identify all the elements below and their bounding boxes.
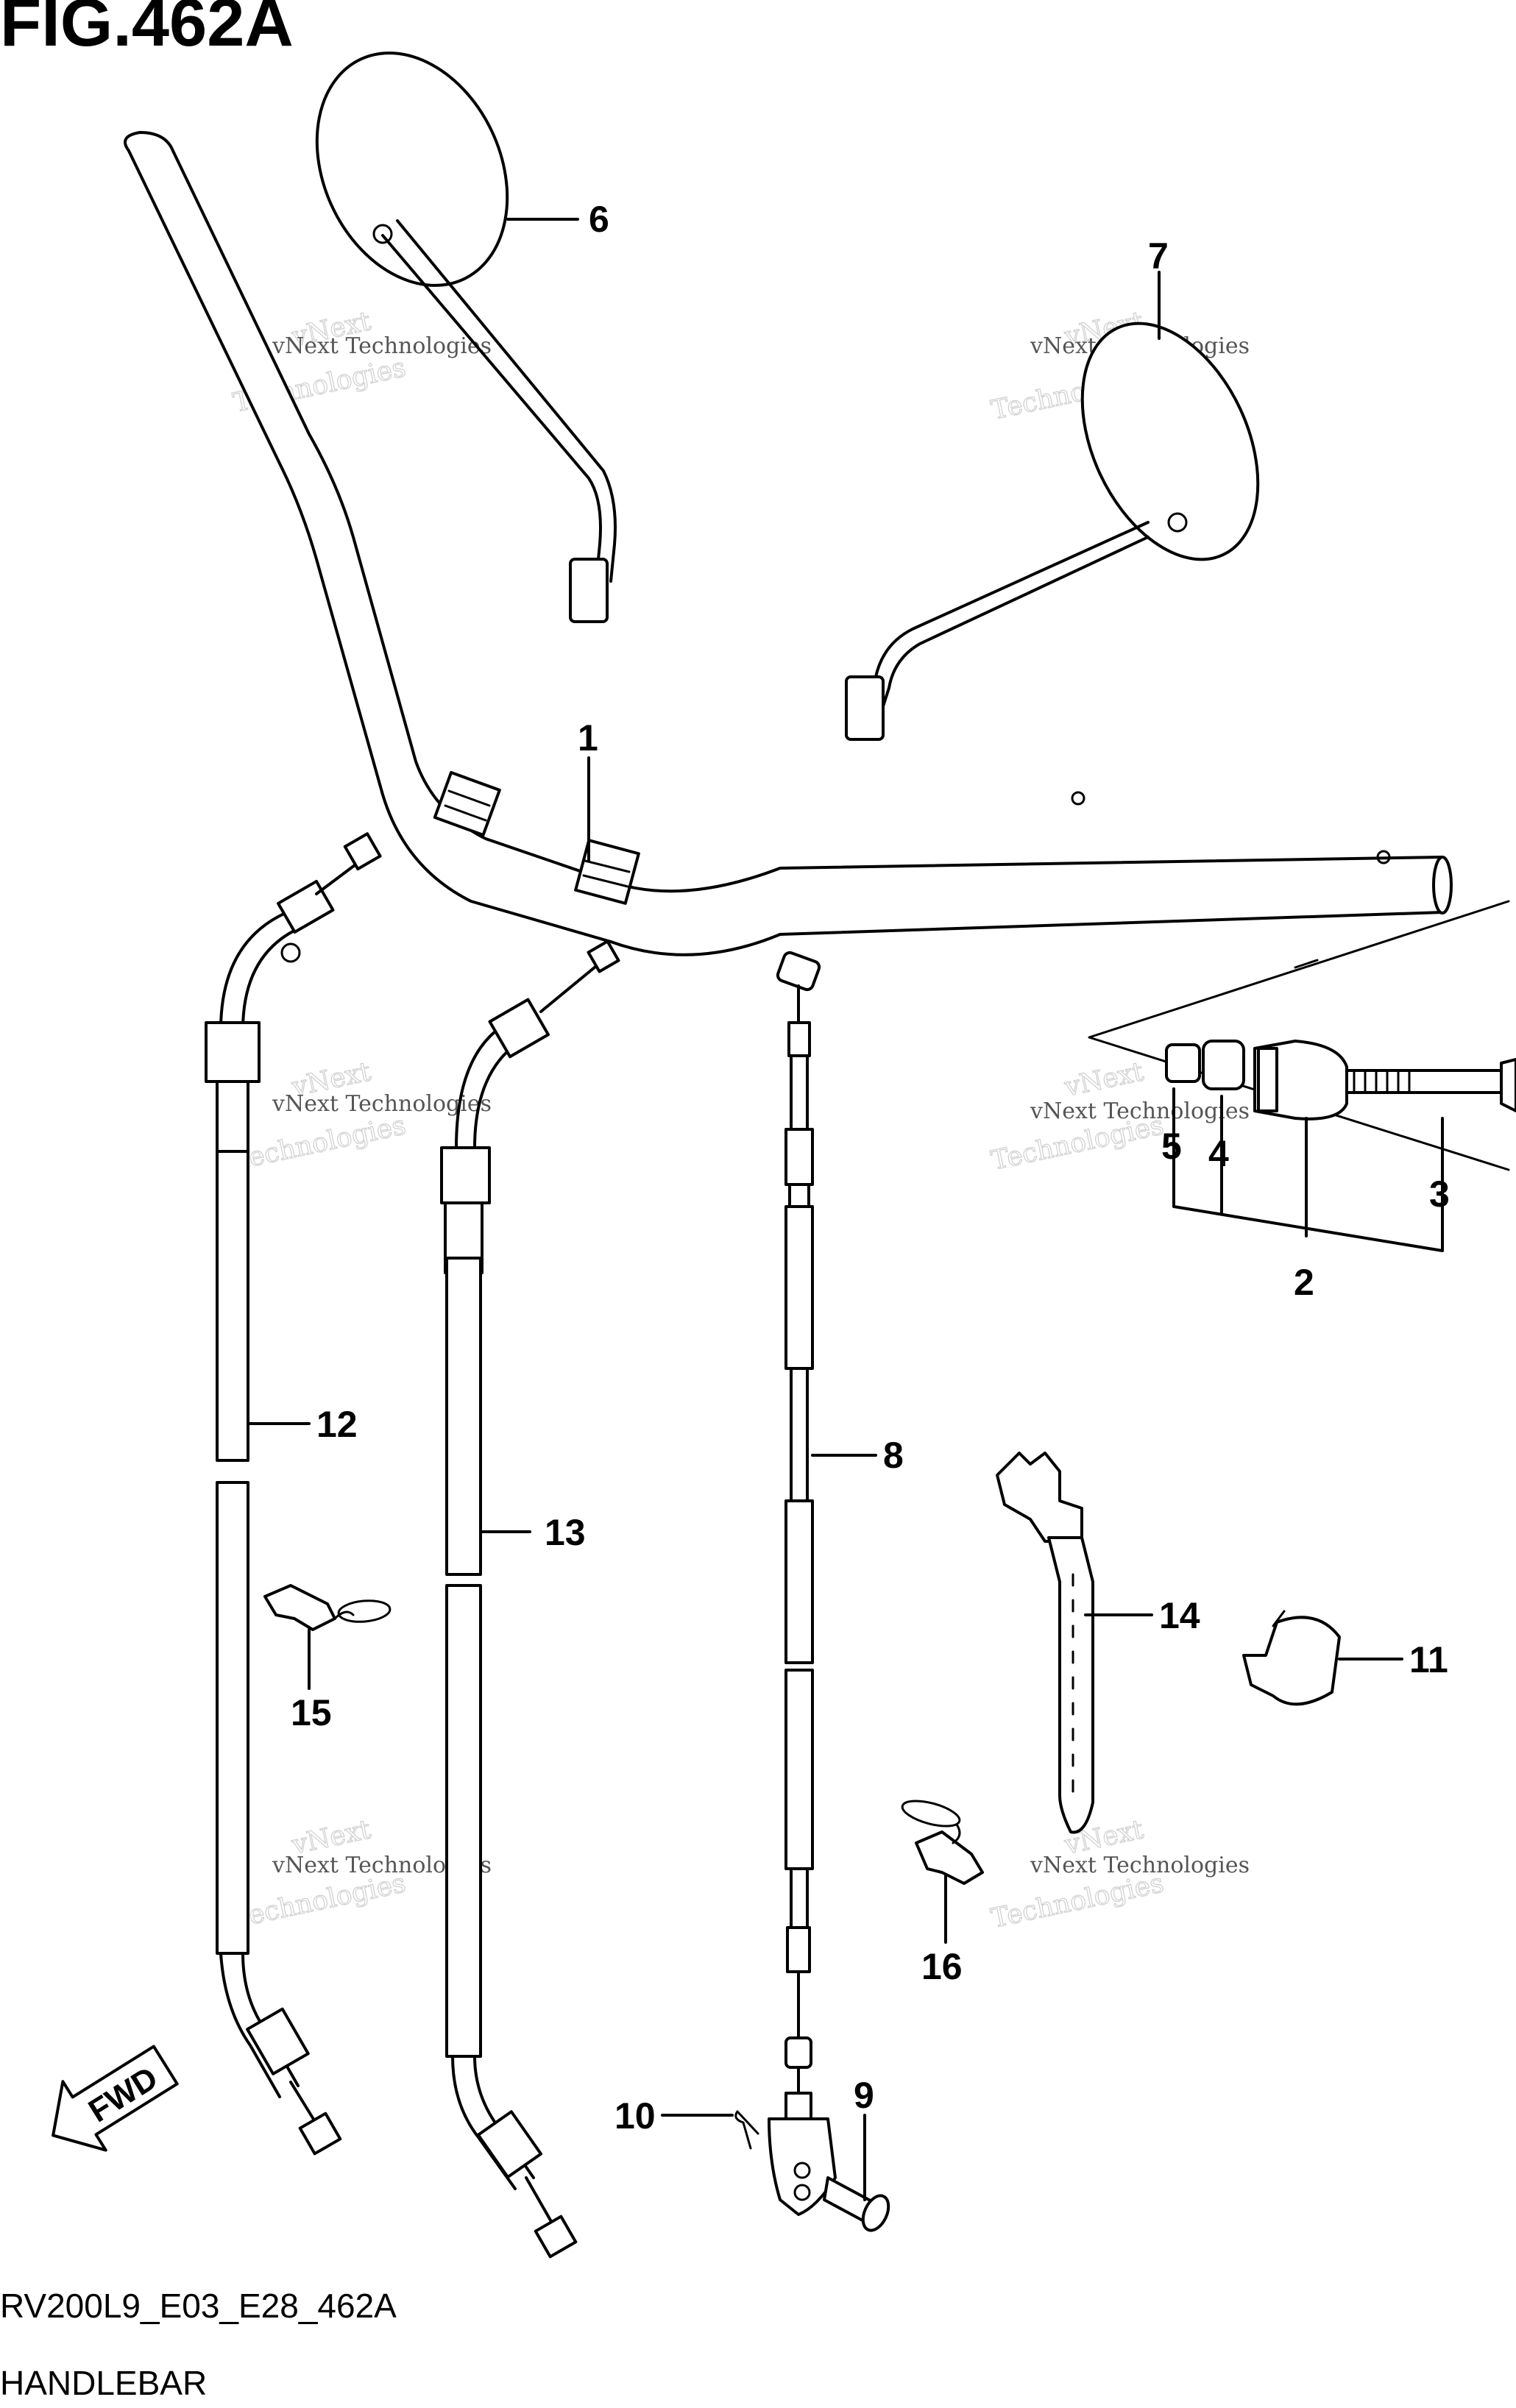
model-code: RV200L9_E03_E28_462A (0, 2287, 397, 2325)
svg-text:vNext Technologies: vNext Technologies (272, 1091, 492, 1117)
clip-16 (901, 1800, 984, 1885)
bar-end-assembly (1088, 900, 1516, 1171)
svg-text:1: 1 (578, 717, 598, 759)
svg-text:11: 11 (1409, 1639, 1448, 1680)
throttle-cable-12 (205, 832, 382, 2156)
svg-text:vNext Technologies: vNext Technologies (1030, 1098, 1250, 1124)
svg-text:13: 13 (545, 1512, 586, 1553)
callout-7: 7 (1148, 235, 1169, 340)
callout-15: 15 (291, 1628, 332, 1733)
callout-10: 10 (614, 2095, 734, 2137)
figure-caption: HANDLEBAR (0, 2364, 207, 2402)
svg-text:3: 3 (1429, 1173, 1450, 1215)
svg-text:vNext Technologies: vNext Technologies (1030, 1853, 1250, 1878)
clip-15 (263, 1584, 392, 1631)
callout-1: 1 (578, 717, 598, 862)
callout-14: 14 (1084, 1595, 1200, 1636)
svg-text:15: 15 (291, 1692, 332, 1733)
handlebar (124, 131, 1453, 956)
clutch-cable-8 (734, 951, 890, 2232)
svg-text:10: 10 (614, 2095, 656, 2137)
mirror-left (315, 52, 617, 623)
watermark-bottom-right: vNext Technologies vNext Technologies (988, 1814, 1250, 1935)
mirror-right (845, 322, 1260, 741)
svg-text:5: 5 (1161, 1126, 1182, 1167)
throttle-cable-13 (440, 940, 620, 2259)
cable-strap-14 (996, 1452, 1094, 1834)
svg-text:12: 12 (316, 1404, 358, 1445)
svg-text:7: 7 (1148, 235, 1169, 277)
svg-text:vNext Technologies: vNext Technologies (272, 333, 492, 359)
svg-text:9: 9 (854, 2075, 874, 2116)
callout-6: 6 (506, 199, 609, 240)
forward-direction-arrow: FWD (52, 2045, 179, 2152)
figure-title: FIG.462A (0, 0, 294, 60)
callout-16: 16 (921, 1875, 963, 1987)
svg-text:2: 2 (1294, 1262, 1314, 1303)
svg-text:8: 8 (883, 1435, 904, 1476)
svg-text:vNext: vNext (1061, 1056, 1147, 1103)
svg-text:Technologies: Technologies (230, 1110, 408, 1176)
callout-13: 13 (479, 1512, 586, 1553)
callout-bracket-2-5: 5 4 2 3 (1161, 1087, 1450, 1303)
svg-text:14: 14 (1159, 1595, 1200, 1636)
svg-text:4: 4 (1208, 1133, 1229, 1174)
callout-12: 12 (247, 1404, 358, 1445)
svg-text:16: 16 (921, 1946, 963, 1987)
callout-11: 11 (1338, 1639, 1448, 1680)
svg-text:6: 6 (589, 199, 609, 240)
callout-8: 8 (811, 1435, 904, 1476)
callout-9: 9 (854, 2075, 874, 2201)
clamp-11 (1242, 1610, 1341, 1706)
